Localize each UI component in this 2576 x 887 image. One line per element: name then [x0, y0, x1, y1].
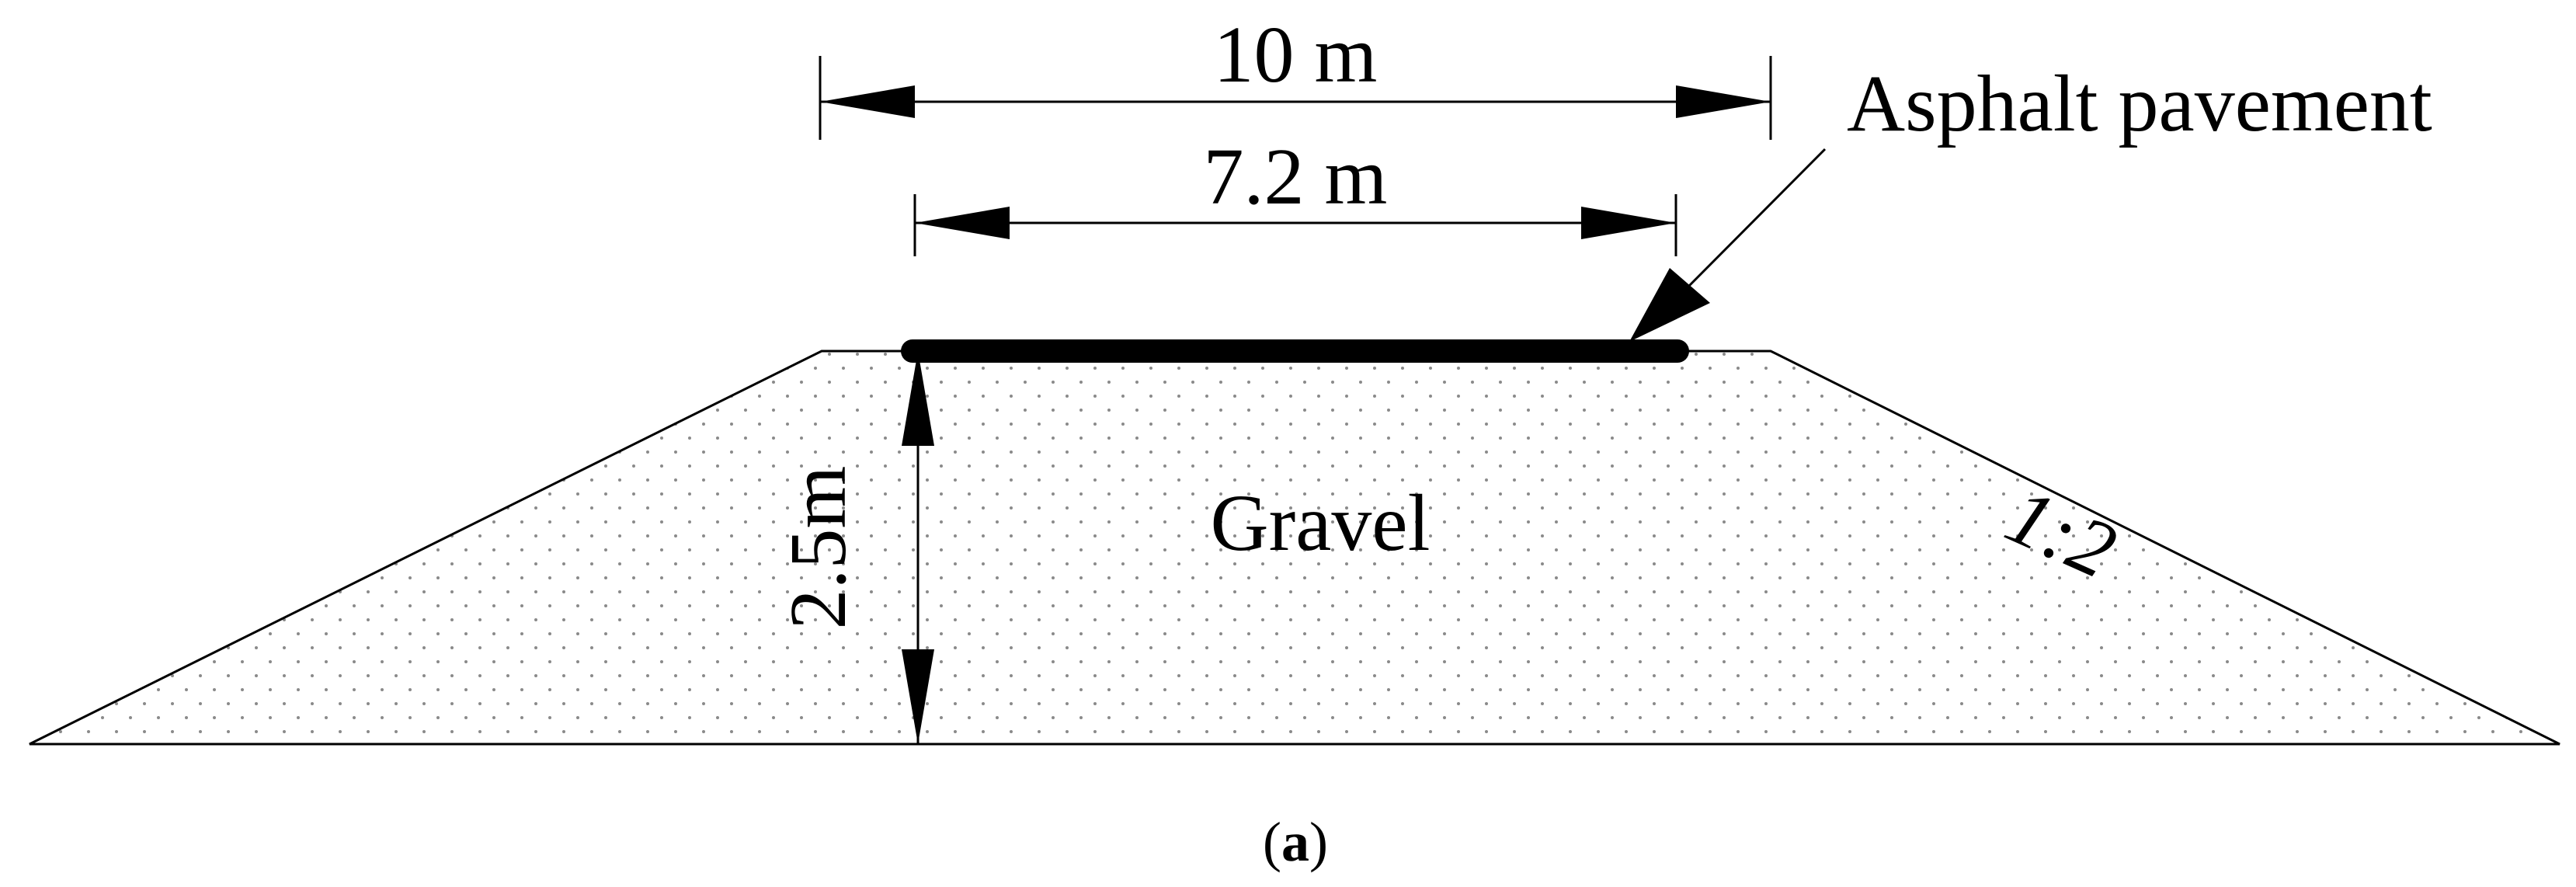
asphalt-pavement-callout: Asphalt pavement: [1629, 59, 2432, 342]
caption-close-paren: ): [1309, 811, 1328, 873]
top-width-arrow-right: [1676, 85, 1771, 118]
gravel-embankment: [29, 350, 2560, 746]
callout-leader-line: [1688, 148, 1827, 287]
height-dimension: 2.5m: [773, 351, 934, 744]
height-arrow-top: [902, 351, 934, 446]
pavement-width-arrow-left: [915, 207, 1010, 239]
top-width-arrow-left: [820, 85, 915, 118]
caption-open-paren: (: [1263, 811, 1281, 873]
height-arrow-bottom: [902, 649, 934, 744]
pavement-width-label: 7.2 m: [1204, 132, 1388, 221]
callout-arrow: [1629, 268, 1710, 342]
caption-letter: a: [1281, 811, 1309, 873]
top-width-label: 10 m: [1214, 10, 1378, 99]
height-label: 2.5m: [773, 466, 863, 630]
top-width-dimension: 10 m: [819, 10, 1772, 140]
asphalt-pavement-label: Asphalt pavement: [1847, 59, 2432, 148]
gravel-label: Gravel: [1211, 478, 1431, 568]
pavement-width-arrow-right: [1581, 207, 1676, 239]
figure-caption: (a): [1263, 811, 1328, 873]
pavement-width-dimension: 7.2 m: [913, 132, 1677, 256]
